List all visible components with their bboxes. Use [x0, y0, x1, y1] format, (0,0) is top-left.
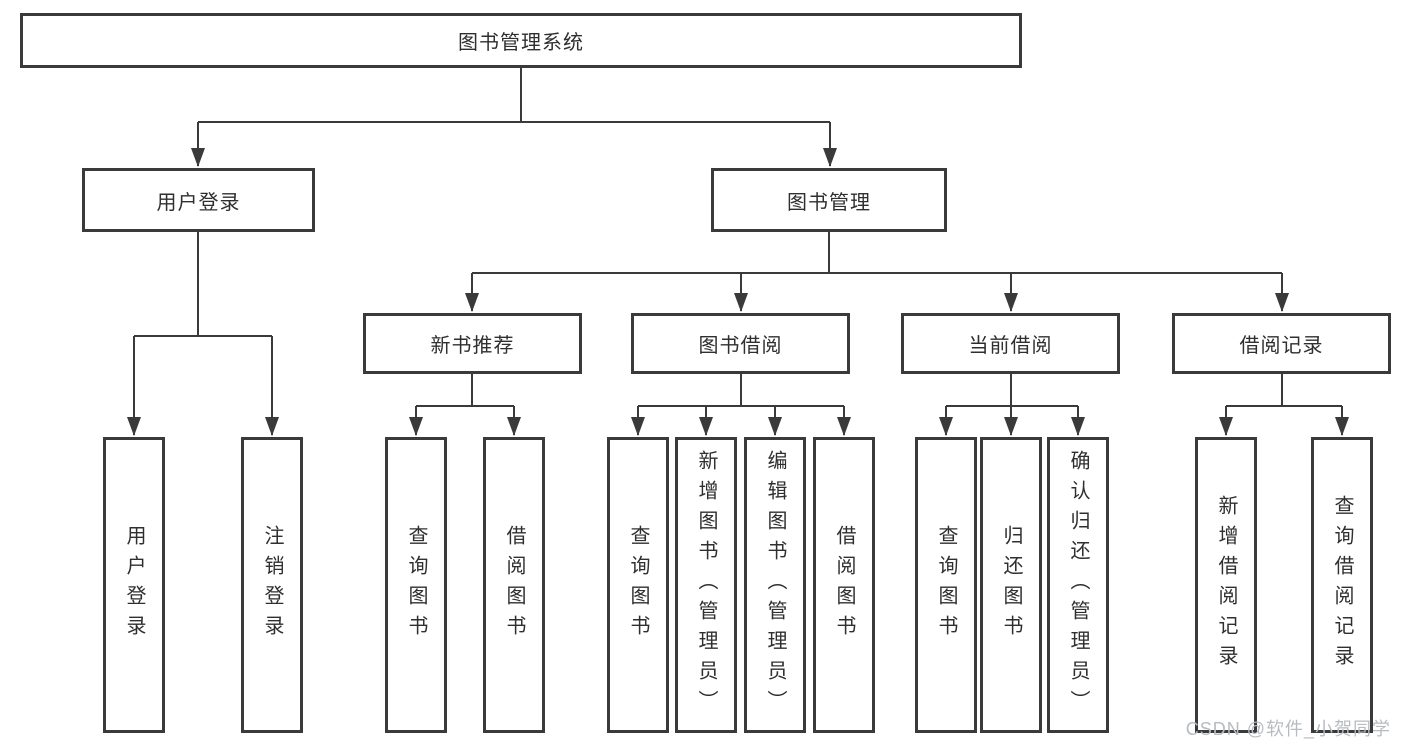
- leaf-borrow-books-label: 借阅图书: [833, 525, 855, 645]
- leaf-add-books-admin-label: 新增图书（管理员）: [695, 450, 717, 720]
- node-root: 图书管理系统: [20, 13, 1022, 68]
- leaf-query-borrow-record: 查询借阅记录: [1311, 437, 1373, 733]
- node-user-login: 用户登录: [82, 168, 315, 232]
- node-user-login-label: 用户登录: [156, 191, 241, 214]
- node-book-management-label: 图书管理: [787, 191, 871, 214]
- csdn-watermark: CSDN @软件_小贺同学: [1185, 719, 1391, 739]
- node-current-borrowing: 当前借阅: [901, 313, 1120, 374]
- leaf-borrow-books: 借阅图书: [813, 437, 875, 733]
- leaf-logout-label: 注销登录: [261, 525, 283, 645]
- leaf-edit-books-admin: 编辑图书（管理员）: [744, 437, 806, 733]
- leaf-confirm-return-admin-label: 确认归还（管理员）: [1067, 450, 1089, 720]
- leaf-add-borrow-record-label: 新增借阅记录: [1215, 495, 1237, 675]
- leaf-user-login-label: 用户登录: [123, 525, 145, 645]
- leaf-edit-books-admin-label: 编辑图书（管理员）: [764, 450, 786, 720]
- leaf-borrow-books-recommend: 借阅图书: [483, 437, 545, 733]
- node-root-label: 图书管理系统: [458, 32, 584, 54]
- node-new-book-recommendation: 新书推荐: [363, 313, 582, 374]
- node-book-borrowing-label: 图书借阅: [698, 335, 783, 357]
- leaf-confirm-return-admin: 确认归还（管理员）: [1047, 437, 1109, 733]
- leaf-query-books-current: 查询图书: [915, 437, 977, 733]
- node-new-book-label: 新书推荐: [430, 335, 515, 357]
- node-borrowing-records: 借阅记录: [1172, 313, 1391, 374]
- leaf-return-books: 归还图书: [980, 437, 1042, 733]
- leaf-query-borrow-record-label: 查询借阅记录: [1331, 495, 1353, 675]
- leaf-query-books-borrow-label: 查询图书: [627, 525, 649, 645]
- leaf-logout: 注销登录: [241, 437, 303, 733]
- node-current-borrowing-label: 当前借阅: [968, 335, 1053, 357]
- leaf-add-borrow-record: 新增借阅记录: [1195, 437, 1257, 733]
- leaf-query-books-current-label: 查询图书: [935, 525, 957, 645]
- leaf-user-login: 用户登录: [103, 437, 165, 733]
- node-book-management: 图书管理: [711, 168, 947, 232]
- leaf-query-books-recommend: 查询图书: [385, 437, 447, 733]
- leaf-query-books-borrow: 查询图书: [607, 437, 669, 733]
- leaf-query-books-recommend-label: 查询图书: [405, 525, 427, 645]
- leaf-return-books-label: 归还图书: [1000, 525, 1022, 645]
- node-book-borrowing: 图书借阅: [631, 313, 850, 374]
- leaf-borrow-books-recommend-label: 借阅图书: [503, 525, 525, 645]
- node-borrowing-records-label: 借阅记录: [1239, 335, 1324, 357]
- leaf-add-books-admin: 新增图书（管理员）: [675, 437, 737, 733]
